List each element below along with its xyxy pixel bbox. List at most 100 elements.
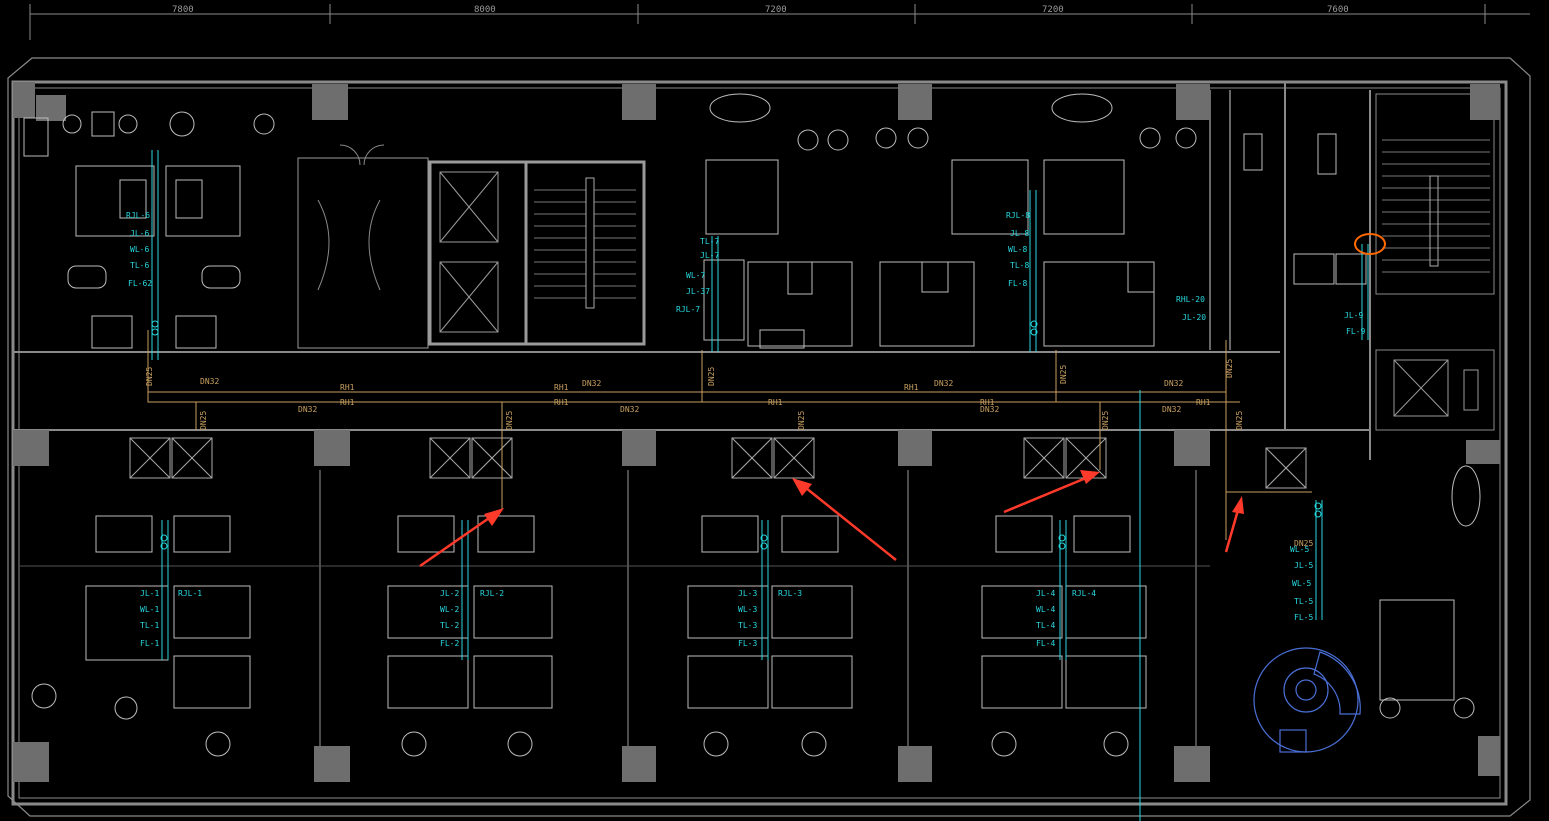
riser-label: WL-7: [686, 271, 705, 280]
structural-columns: [13, 82, 1500, 782]
annotation-arrows: [419, 470, 1244, 568]
pipe-size-label: DN25: [505, 411, 514, 430]
riser-label: WL-2: [440, 605, 459, 614]
pipe-size-label: DN25: [145, 367, 154, 386]
riser-labels: RJL-6 JL-6 WL-6 TL-6 FL-62 TL-7 JL-7 WL-…: [126, 211, 1365, 648]
riser-label: FL-5: [1294, 613, 1313, 622]
riser-group-20: RHL-20 JL-20: [1176, 295, 1206, 322]
riser-label: TL-5: [1294, 597, 1313, 606]
riser-label: FL-4: [1036, 639, 1055, 648]
riser-label: JL-20: [1182, 313, 1206, 322]
riser-label: JL-4: [1036, 589, 1055, 598]
riser-label: RHL-20: [1176, 295, 1205, 304]
pipe-size-label: DN32: [582, 379, 601, 388]
riser-label: JL-5: [1294, 561, 1313, 570]
pipe-size-label: DN25: [1059, 365, 1068, 384]
riser-label: WL-8: [1008, 245, 1027, 254]
pipe-label: RH1: [340, 383, 355, 392]
riser-group-5: WL-5 JL-5 WL-5 TL-5 FL-5: [1290, 545, 1313, 622]
pipe-size-label: DN32: [934, 379, 953, 388]
riser-label: FL-1: [140, 639, 159, 648]
red-arrow-icon: [792, 478, 897, 561]
red-arrow-icon: [419, 508, 504, 568]
riser-label: FL-8: [1008, 279, 1027, 288]
pipe-size-label: DN25: [1225, 359, 1234, 378]
riser-group-4: JL-4 WL-4 TL-4 FL-4 RJL-4: [1036, 589, 1096, 648]
highlight-circle-icon: [1354, 233, 1386, 255]
dim-label-5: 7600: [1327, 5, 1349, 15]
pipe-size-label: DN25: [1294, 539, 1313, 548]
riser-label: RJL-8: [1006, 211, 1030, 220]
riser-label: WL-3: [738, 605, 757, 614]
pipe-size-label: DN32: [620, 405, 639, 414]
riser-label: TL-6: [130, 261, 149, 270]
pipe-size-label: DN32: [980, 405, 999, 414]
riser-label: FL-62: [128, 279, 152, 288]
elevator-core: [297, 139, 1490, 417]
pipe-label: RH1: [980, 398, 995, 407]
riser-group-8: RJL-8 JL-8 WL-8 TL-8 FL-8: [1006, 211, 1030, 288]
riser-label: RJL-4: [1072, 589, 1096, 598]
riser-label: JL-9: [1344, 311, 1363, 320]
riser-label: RJL-1: [178, 589, 202, 598]
dimension-line: 7800 8000 7200 7200 7600: [29, 4, 1530, 40]
pipe-size-label: DN25: [707, 367, 716, 386]
riser-label: JL-8: [1010, 229, 1029, 238]
riser-group-1: JL-1 WL-1 TL-1 FL-1 RJL-1: [140, 589, 202, 648]
riser-label: WL-5: [1290, 545, 1309, 554]
dim-label-2: 8000: [474, 5, 496, 15]
pipe-size-label: DN32: [1164, 379, 1183, 388]
riser-label: TL-7: [700, 237, 719, 246]
riser-label: JL-2: [440, 589, 459, 598]
riser-label: RJL-6: [126, 211, 150, 220]
riser-label: TL-8: [1010, 261, 1029, 270]
bottom-room-furniture: [20, 437, 1481, 757]
riser-group-6: RJL-6 JL-6 WL-6 TL-6 FL-62: [126, 211, 152, 288]
pipe-size-label: DN25: [1235, 411, 1244, 430]
dim-label-3: 7200: [765, 5, 787, 15]
pipe-label: RH1: [1196, 398, 1211, 407]
riser-label: JL-6: [130, 229, 149, 238]
riser-label: FL-2: [440, 639, 459, 648]
pipe-label: RH1: [554, 383, 569, 392]
riser-label: WL-6: [130, 245, 149, 254]
riser-label: FL-3: [738, 639, 757, 648]
pipe-size-label: DN32: [1162, 405, 1181, 414]
dim-label-1: 7800: [172, 5, 194, 15]
riser-label: TL-4: [1036, 621, 1055, 630]
riser-pipes: [151, 150, 1369, 821]
pipe-size-label: DN25: [199, 411, 208, 430]
riser-label: RJL-3: [778, 589, 802, 598]
dim-label-4: 7200: [1042, 5, 1064, 15]
riser-label: JL-3: [738, 589, 757, 598]
pipe-size-label: DN25: [797, 411, 806, 430]
riser-group-2: JL-2 WL-2 TL-2 FL-2 RJL-2: [440, 589, 504, 648]
riser-label: JL-37: [686, 287, 710, 296]
riser-label: RJL-2: [480, 589, 504, 598]
pipe-label: RH1: [768, 398, 783, 407]
riser-label: JL-1: [140, 589, 159, 598]
riser-label: TL-1: [140, 621, 159, 630]
red-arrow-icon: [1003, 470, 1100, 514]
riser-label: WL-4: [1036, 605, 1055, 614]
riser-label: WL-1: [140, 605, 159, 614]
riser-label: FL-9: [1346, 327, 1365, 336]
pipe-size-label: DN32: [200, 377, 219, 386]
building-outline: [7, 57, 1531, 817]
pipe-size-label: DN32: [298, 405, 317, 414]
hot-water-pipes: RH1 RH1 RH1 RH1 RH1 RH1 RH1 RH1 DN25 DN3…: [145, 330, 1313, 548]
pipe-size-label: DN25: [1101, 411, 1110, 430]
riser-group-3: JL-3 WL-3 TL-3 FL-3 RJL-3: [738, 589, 802, 648]
pipe-label: RH1: [904, 383, 919, 392]
riser-label: RJL-7: [676, 305, 700, 314]
riser-label: JL-7: [700, 251, 719, 260]
riser-label: TL-2: [440, 621, 459, 630]
riser-group-9: JL-9 FL-9: [1344, 311, 1365, 336]
red-arrow-icon: [1224, 496, 1244, 553]
lounge-seating: [1253, 647, 1361, 753]
riser-group-7: TL-7 JL-7 WL-7 JL-37 RJL-7: [676, 237, 719, 314]
pipe-label: RH1: [554, 398, 569, 407]
pipe-label: RH1: [340, 398, 355, 407]
